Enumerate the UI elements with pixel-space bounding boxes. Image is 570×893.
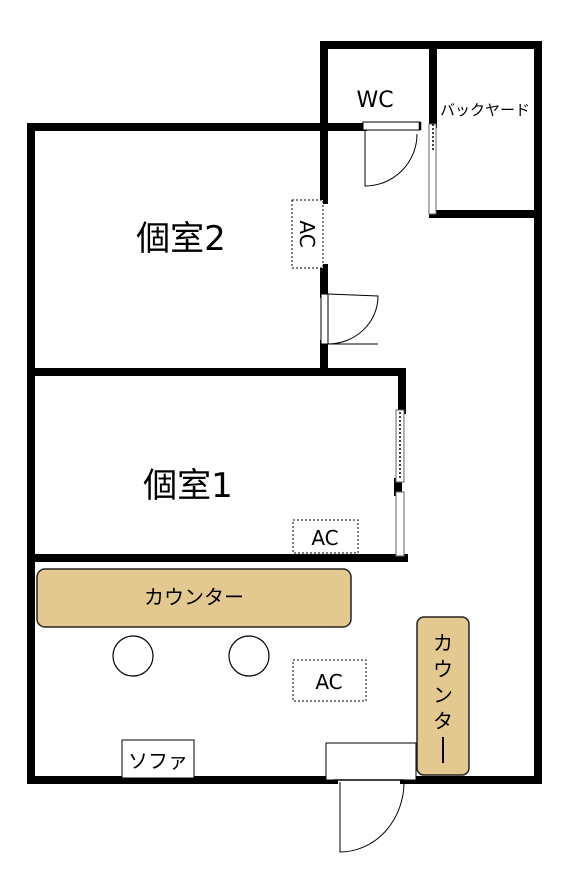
svg-text:タ: タ — [433, 709, 453, 733]
counter-vertical-label: カ ウ ン タ — [433, 631, 453, 763]
room2-door[interactable] — [320, 293, 379, 345]
counter-label: カウンター — [144, 585, 244, 609]
svg-text:ン: ン — [433, 683, 453, 707]
ac-label-main: AC — [315, 670, 342, 694]
room1-label: 個室1 — [143, 466, 233, 506]
stools — [112, 635, 270, 677]
wc-door[interactable] — [362, 121, 422, 187]
ac-unit-main: AC — [292, 659, 367, 702]
stool-1 — [112, 635, 154, 677]
counter-vertical: カ ウ ン タ — [416, 616, 470, 776]
swing-doors — [320, 121, 422, 853]
svg-text:ウ: ウ — [433, 657, 453, 681]
stool-2 — [228, 635, 270, 677]
sliding-doors — [395, 123, 437, 557]
backyard-label: バックヤード — [440, 101, 530, 119]
sofa: ソファ — [121, 739, 195, 779]
counter-horizontal: カウンター — [36, 568, 352, 628]
sofa-label: ソファ — [128, 749, 188, 773]
svg-text:カ: カ — [433, 631, 453, 655]
ac-label-room1: AC — [311, 526, 338, 550]
ac-unit-room2: AC — [291, 199, 324, 269]
walls — [27, 41, 542, 784]
room1-door-frame — [395, 491, 405, 557]
wc-label: WC — [356, 88, 393, 113]
ac-unit-room1: AC — [292, 519, 359, 554]
room2-label: 個室2 — [136, 219, 226, 259]
ac-label-room2: AC — [295, 220, 319, 247]
entrance-door[interactable] — [325, 742, 417, 853]
